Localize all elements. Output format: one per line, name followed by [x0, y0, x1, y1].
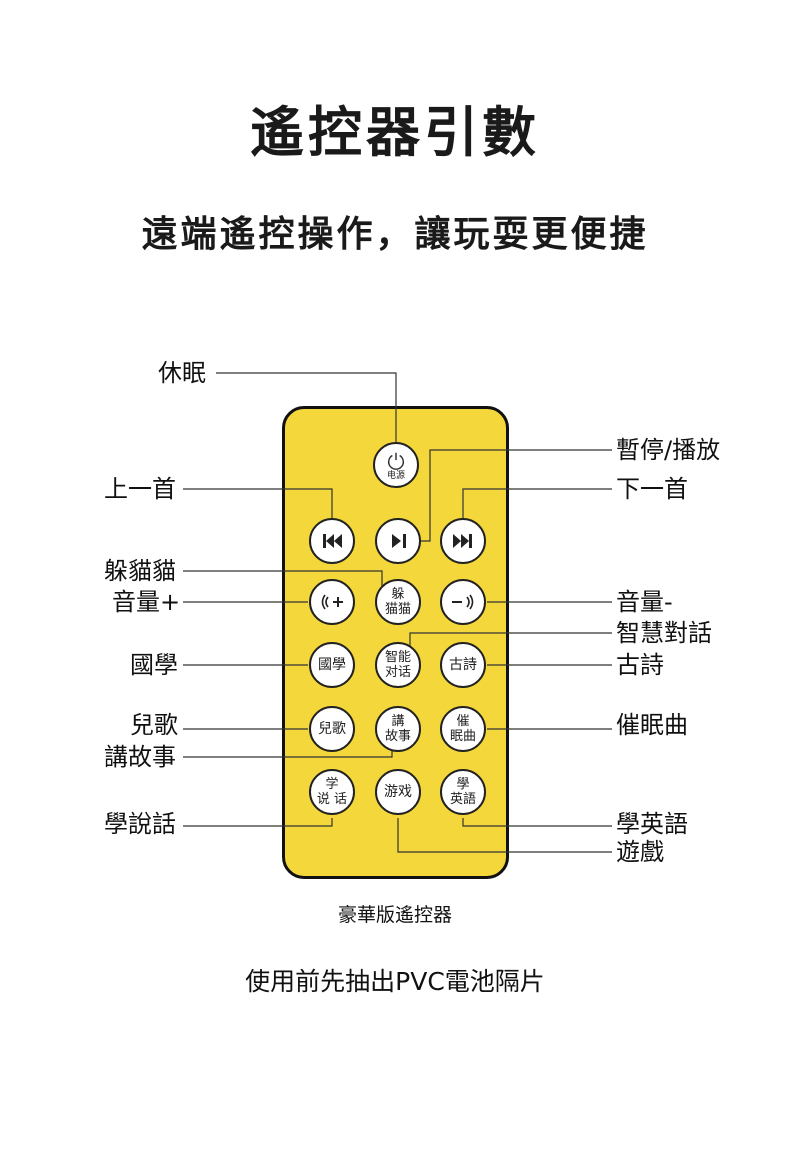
- line-smart: [409, 632, 612, 648]
- line-next: [462, 488, 612, 522]
- label-smart-talk: 智慧對話: [616, 619, 712, 647]
- smart-talk-line1: 智能: [384, 650, 411, 665]
- label-volume-down: 音量-: [616, 588, 673, 616]
- english-line2: 英語: [449, 792, 476, 807]
- english-button[interactable]: 學 英語: [440, 769, 486, 815]
- line-pause: [412, 449, 612, 542]
- lullaby-line2: 眠曲: [449, 729, 476, 744]
- label-hide-seek: 躲貓貓: [104, 557, 176, 585]
- smart-talk-button[interactable]: 智能 对话: [375, 642, 421, 688]
- line-game: [397, 818, 612, 853]
- song-button[interactable]: 兒歌: [309, 706, 355, 752]
- poem-button[interactable]: 古詩: [440, 642, 486, 688]
- volume-down-button[interactable]: [440, 579, 486, 625]
- line-hide: [183, 570, 383, 589]
- page-subtitle: 遠端遙控操作，讓玩耍更便捷: [141, 214, 649, 255]
- volume-up-icon: [321, 594, 343, 610]
- song-button-label: 兒歌: [318, 721, 346, 737]
- lullaby-button[interactable]: 催 眠曲: [440, 706, 486, 752]
- story-line1: 講: [391, 714, 405, 729]
- label-guoxue: 國學: [130, 651, 178, 679]
- story-button[interactable]: 講 故事: [375, 706, 421, 752]
- learn-talk-line1: 学: [325, 777, 339, 792]
- hide-seek-button[interactable]: 躲 猫猫: [375, 579, 421, 625]
- english-line1: 學: [456, 777, 470, 792]
- label-learn-talk: 學說話: [104, 810, 176, 838]
- prev-button[interactable]: [309, 518, 355, 564]
- label-game: 遊戲: [616, 838, 664, 866]
- line-learn-talk: [183, 818, 333, 827]
- remote-caption: 豪華版遙控器: [337, 904, 452, 926]
- page-title: 遙控器引數: [250, 101, 540, 164]
- battery-note: 使用前先抽出PVC電池隔片: [245, 967, 545, 996]
- power-icon: [387, 452, 405, 470]
- line-english: [462, 818, 612, 827]
- prev-icon: [323, 534, 342, 548]
- next-button[interactable]: [440, 518, 486, 564]
- hide-seek-line1: 躲: [391, 587, 405, 602]
- next-icon: [453, 534, 472, 548]
- line-prev: [183, 488, 333, 522]
- poem-button-label: 古詩: [449, 657, 477, 673]
- label-poem: 古詩: [616, 651, 664, 679]
- volume-down-icon: [452, 594, 474, 610]
- power-label: 电源: [386, 470, 405, 481]
- label-learn-english: 學英語: [616, 810, 688, 838]
- label-song: 兒歌: [130, 711, 178, 739]
- smart-talk-line2: 对话: [384, 665, 411, 680]
- guoxue-button-label: 國學: [318, 657, 346, 673]
- story-line2: 故事: [384, 729, 411, 744]
- line-story: [183, 751, 393, 758]
- game-button[interactable]: 游戏: [375, 769, 421, 815]
- label-story: 講故事: [104, 743, 176, 771]
- lullaby-line1: 催: [456, 714, 470, 729]
- play-pause-icon: [392, 534, 406, 548]
- game-button-label: 游戏: [384, 784, 412, 800]
- label-lullaby: 催眠曲: [616, 711, 688, 739]
- guoxue-button[interactable]: 國學: [309, 642, 355, 688]
- label-volume-up: 音量+: [112, 588, 181, 616]
- label-sleep: 休眠: [158, 359, 206, 387]
- label-prev: 上一首: [104, 475, 176, 503]
- volume-up-button[interactable]: [309, 579, 355, 625]
- power-button[interactable]: 电源: [373, 442, 419, 488]
- play-pause-button[interactable]: [375, 518, 421, 564]
- label-next: 下一首: [616, 475, 688, 503]
- line-sleep: [216, 372, 397, 455]
- label-pause-play: 暫停/播放: [616, 436, 721, 464]
- hide-seek-line2: 猫猫: [384, 602, 411, 617]
- learn-talk-line2: 说 话: [316, 792, 348, 807]
- learn-talk-button[interactable]: 学 说 话: [309, 769, 355, 815]
